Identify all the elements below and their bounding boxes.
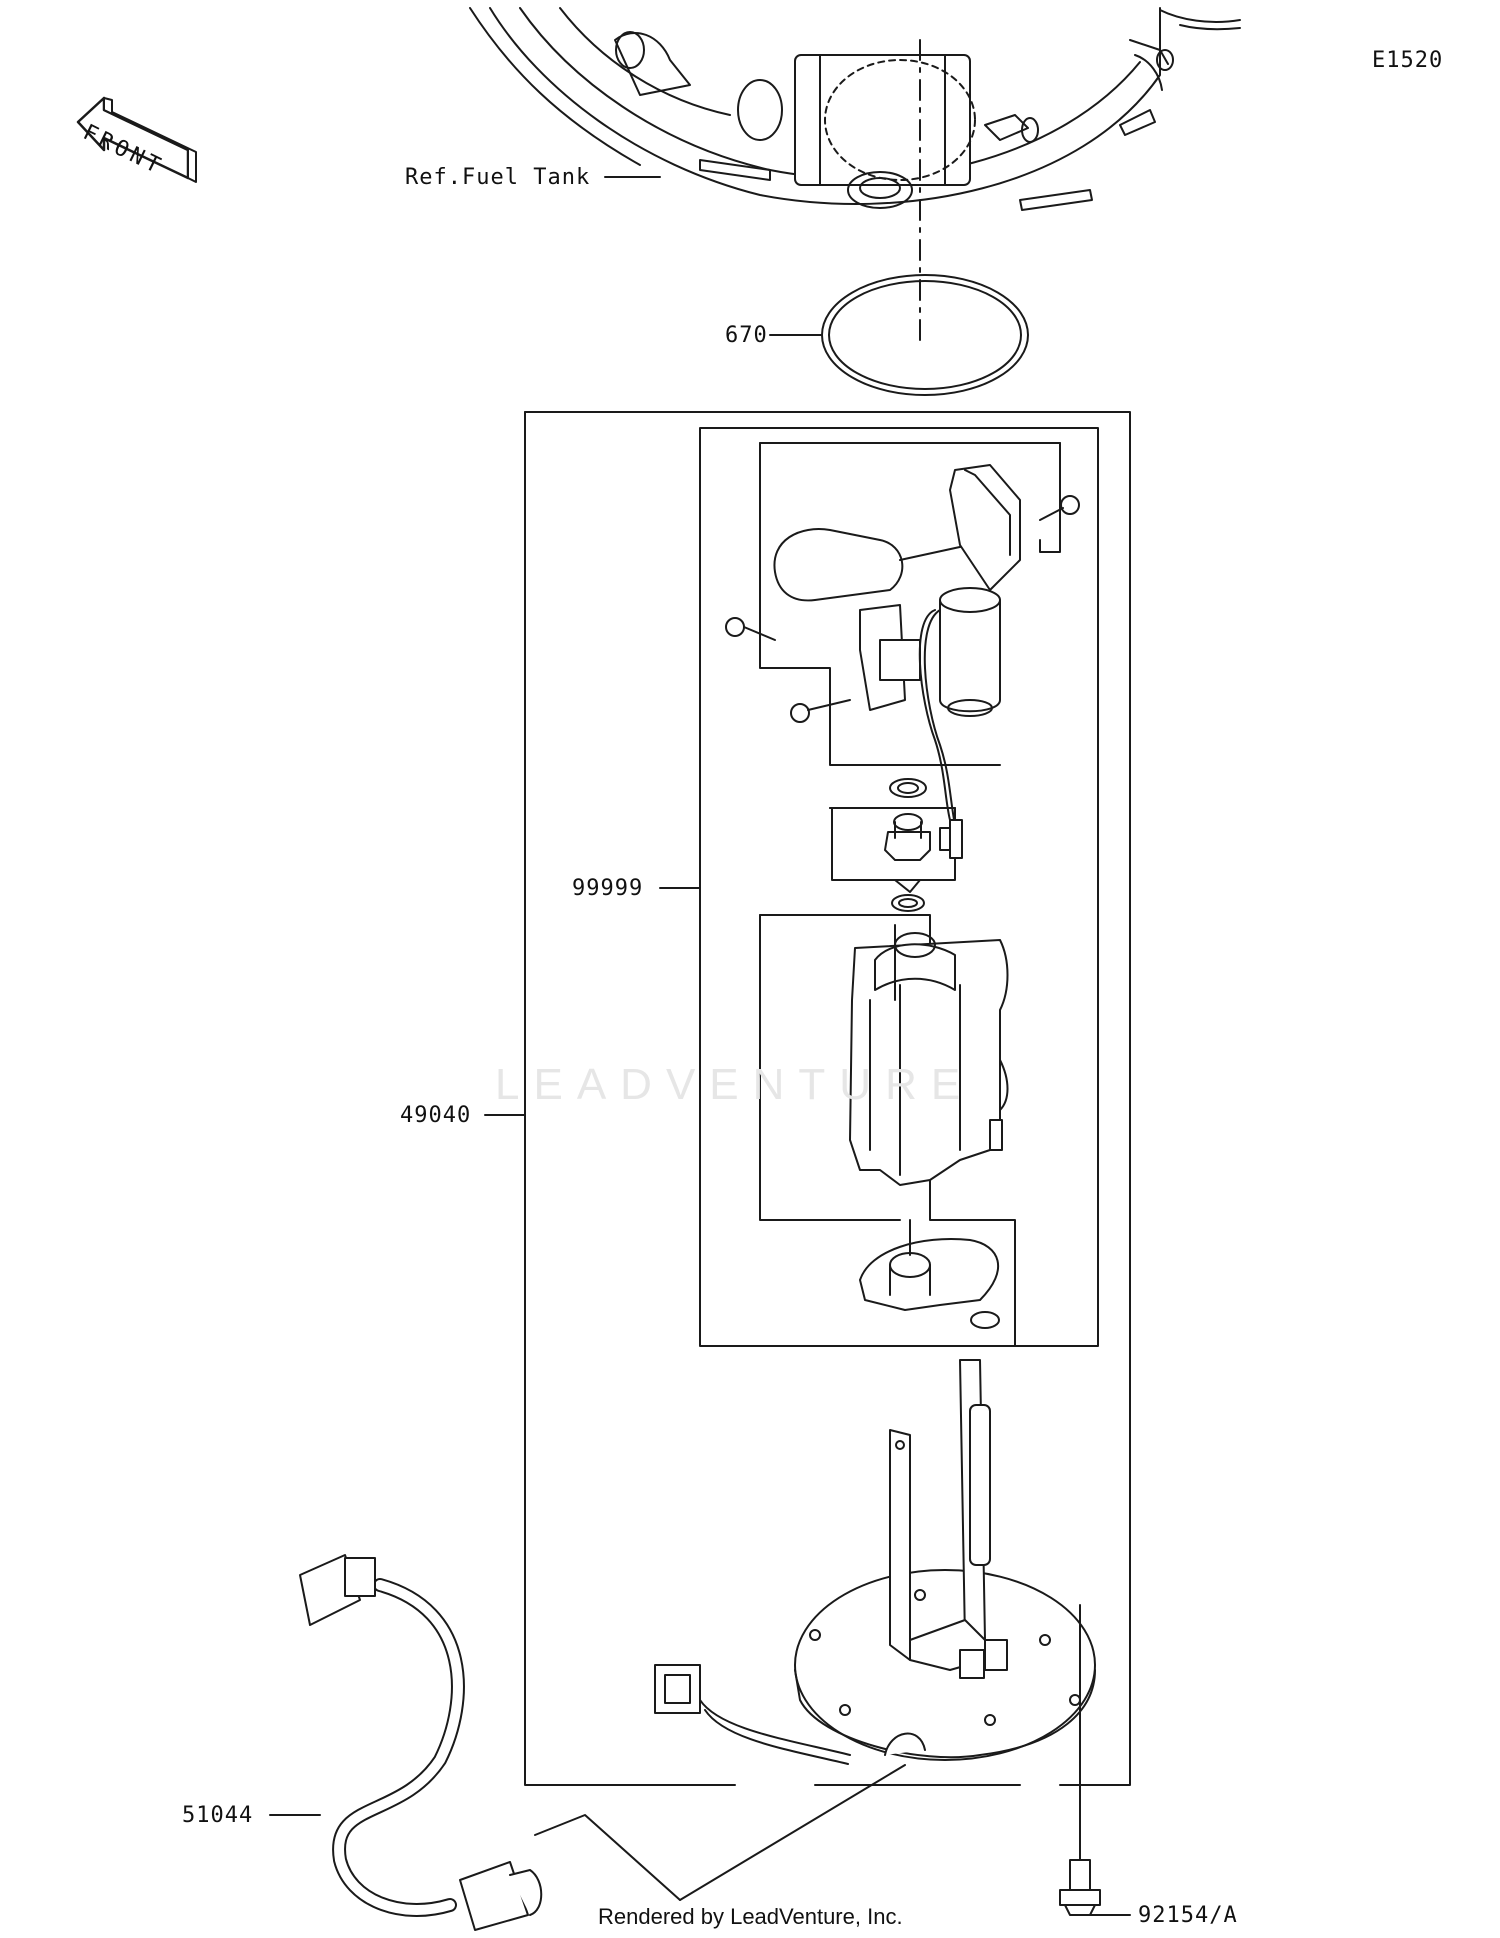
callout-99999: 99999 [572, 876, 644, 901]
harness-51044 [299, 1554, 543, 1931]
filter-parts [884, 778, 931, 912]
render-credit: Rendered by LeadVenture, Inc. [598, 1904, 903, 1929]
float-arm [725, 464, 1080, 723]
callout-51044: 51044 [182, 1803, 254, 1828]
sub-brackets [759, 442, 1061, 1346]
pump-flange [794, 1359, 1096, 1761]
bracket-49040 [524, 411, 1131, 1786]
o-ring-670 [821, 274, 1029, 396]
fuel-tank-ref [469, 7, 1241, 341]
watermark: LEADVENTURE [495, 1060, 975, 1109]
callout-49040: 49040 [400, 1103, 472, 1128]
pump-base [859, 1219, 1000, 1329]
leader-lines [269, 176, 1131, 1916]
internal-harness [654, 1664, 851, 1765]
callout-92154: 92154/A [1138, 1903, 1238, 1928]
diagram-id: E1520 [1372, 48, 1444, 73]
callout-670: 670 [725, 323, 768, 348]
callout-ref-fuel-tank: Ref.Fuel Tank [405, 165, 591, 190]
bolt-92154-icon [1059, 1859, 1101, 1916]
front-arrow-icon [76, 96, 197, 183]
fuel-pump-motor [859, 587, 1001, 859]
pump-housing [849, 924, 1009, 1186]
